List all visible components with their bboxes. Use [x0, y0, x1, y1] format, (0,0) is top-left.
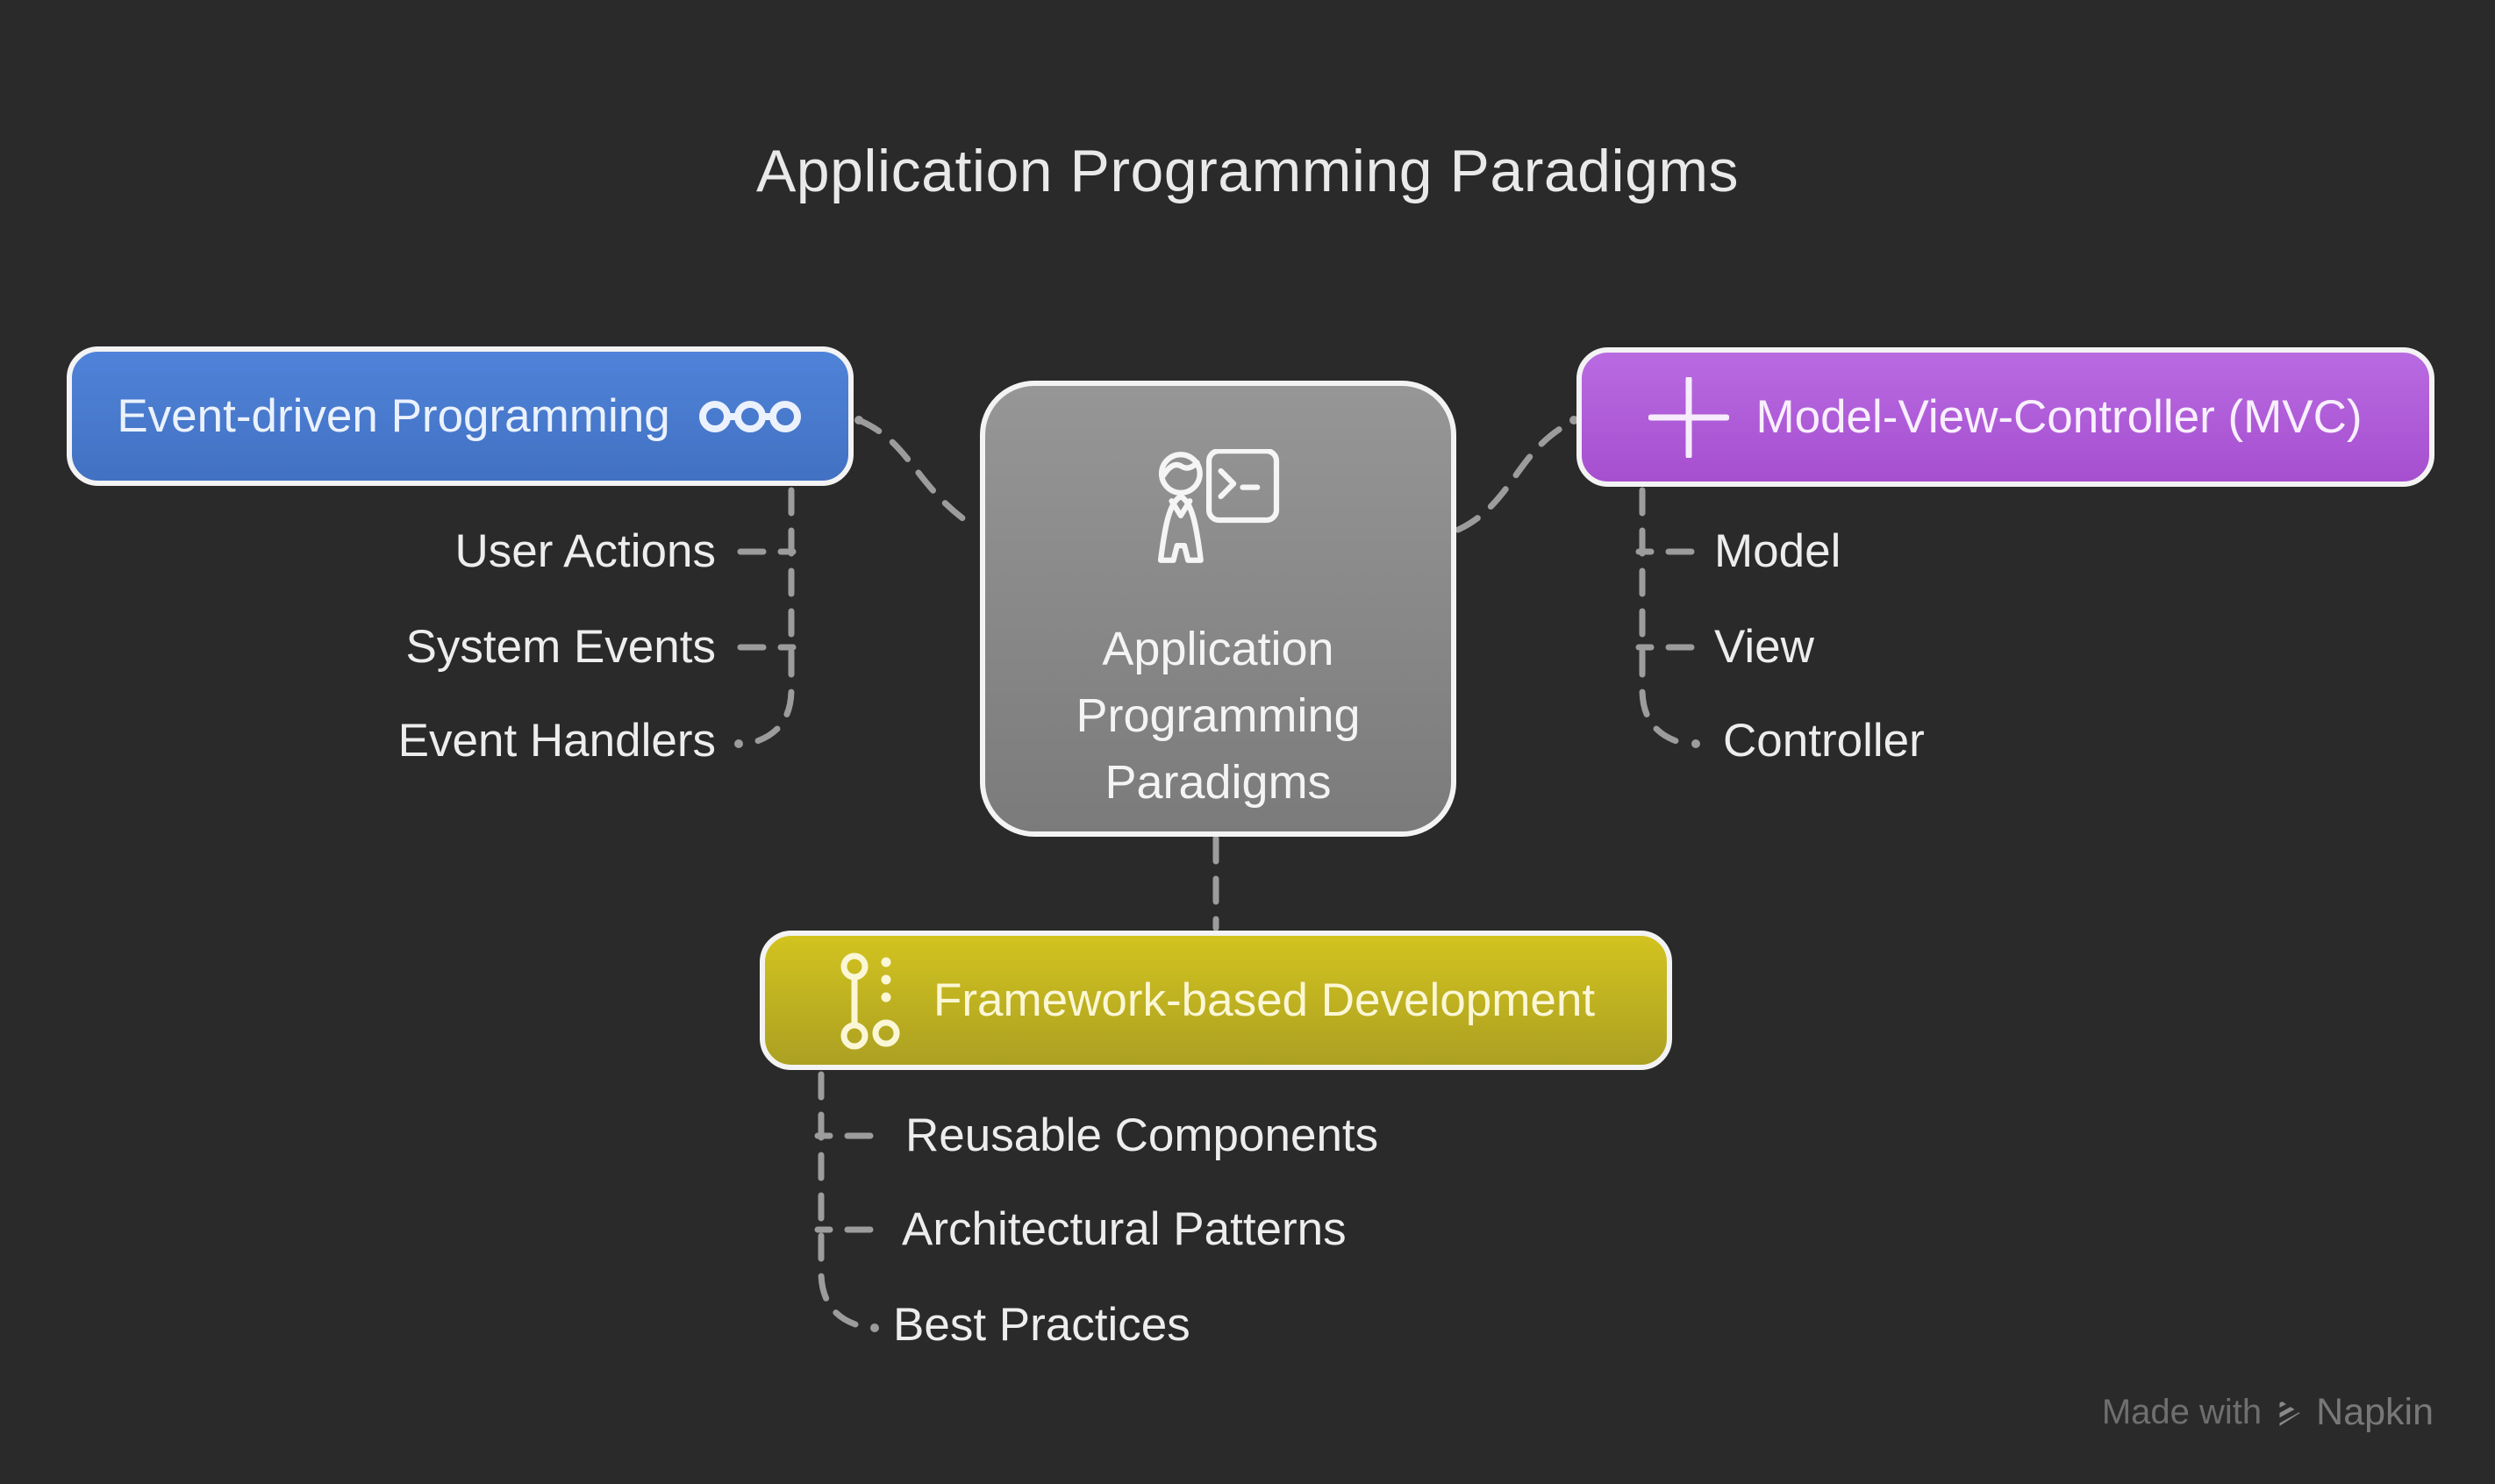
child-label-best-practices[interactable]: Best Practices	[893, 1299, 1190, 1351]
child-label-system-events[interactable]: System Events	[405, 621, 716, 673]
made-with-napkin-link[interactable]: Made with Napkin	[2102, 1391, 2434, 1434]
child-label-reusable-components[interactable]: Reusable Components	[905, 1109, 1379, 1161]
linked-circles-icon	[698, 400, 801, 432]
central-node[interactable]: Application Programming Paradigms	[980, 381, 1456, 837]
page-title: Application Programming Paradigms	[755, 138, 1740, 204]
watermark-brand: Napkin	[2316, 1391, 2434, 1433]
presenter-terminal-icon	[1157, 449, 1279, 563]
central-label-line-3: Paradigms	[1105, 756, 1332, 809]
central-node-label: Application Programming Paradigms	[1076, 616, 1360, 816]
commit-dots-icon	[840, 952, 900, 1049]
watermark-prefix: Made with	[2101, 1393, 2263, 1431]
child-label-controller[interactable]: Controller	[1723, 715, 1925, 767]
node-event-driven[interactable]: Event-driven Programming	[67, 346, 854, 486]
child-label-architectural-patterns[interactable]: Architectural Patterns	[902, 1203, 1347, 1255]
child-label-model[interactable]: Model	[1714, 525, 1841, 577]
central-label-line-1: Application	[1102, 623, 1334, 675]
node-mvc[interactable]: Model-View-Controller (MVC)	[1576, 347, 2434, 487]
node-framework[interactable]: Framework-based Development	[760, 931, 1672, 1070]
node-framework-label: Framework-based Development	[933, 974, 1596, 1026]
child-label-event-handlers[interactable]: Event Handlers	[397, 715, 716, 767]
child-label-user-actions[interactable]: User Actions	[454, 525, 716, 577]
central-label-line-2: Programming	[1076, 689, 1361, 742]
child-label-view[interactable]: View	[1714, 621, 1814, 673]
plus-icon	[1648, 376, 1730, 458]
node-event-driven-label: Event-driven Programming	[117, 390, 670, 442]
napkin-logo-icon	[2279, 1399, 2300, 1426]
node-mvc-label: Model-View-Controller (MVC)	[1755, 391, 2363, 443]
